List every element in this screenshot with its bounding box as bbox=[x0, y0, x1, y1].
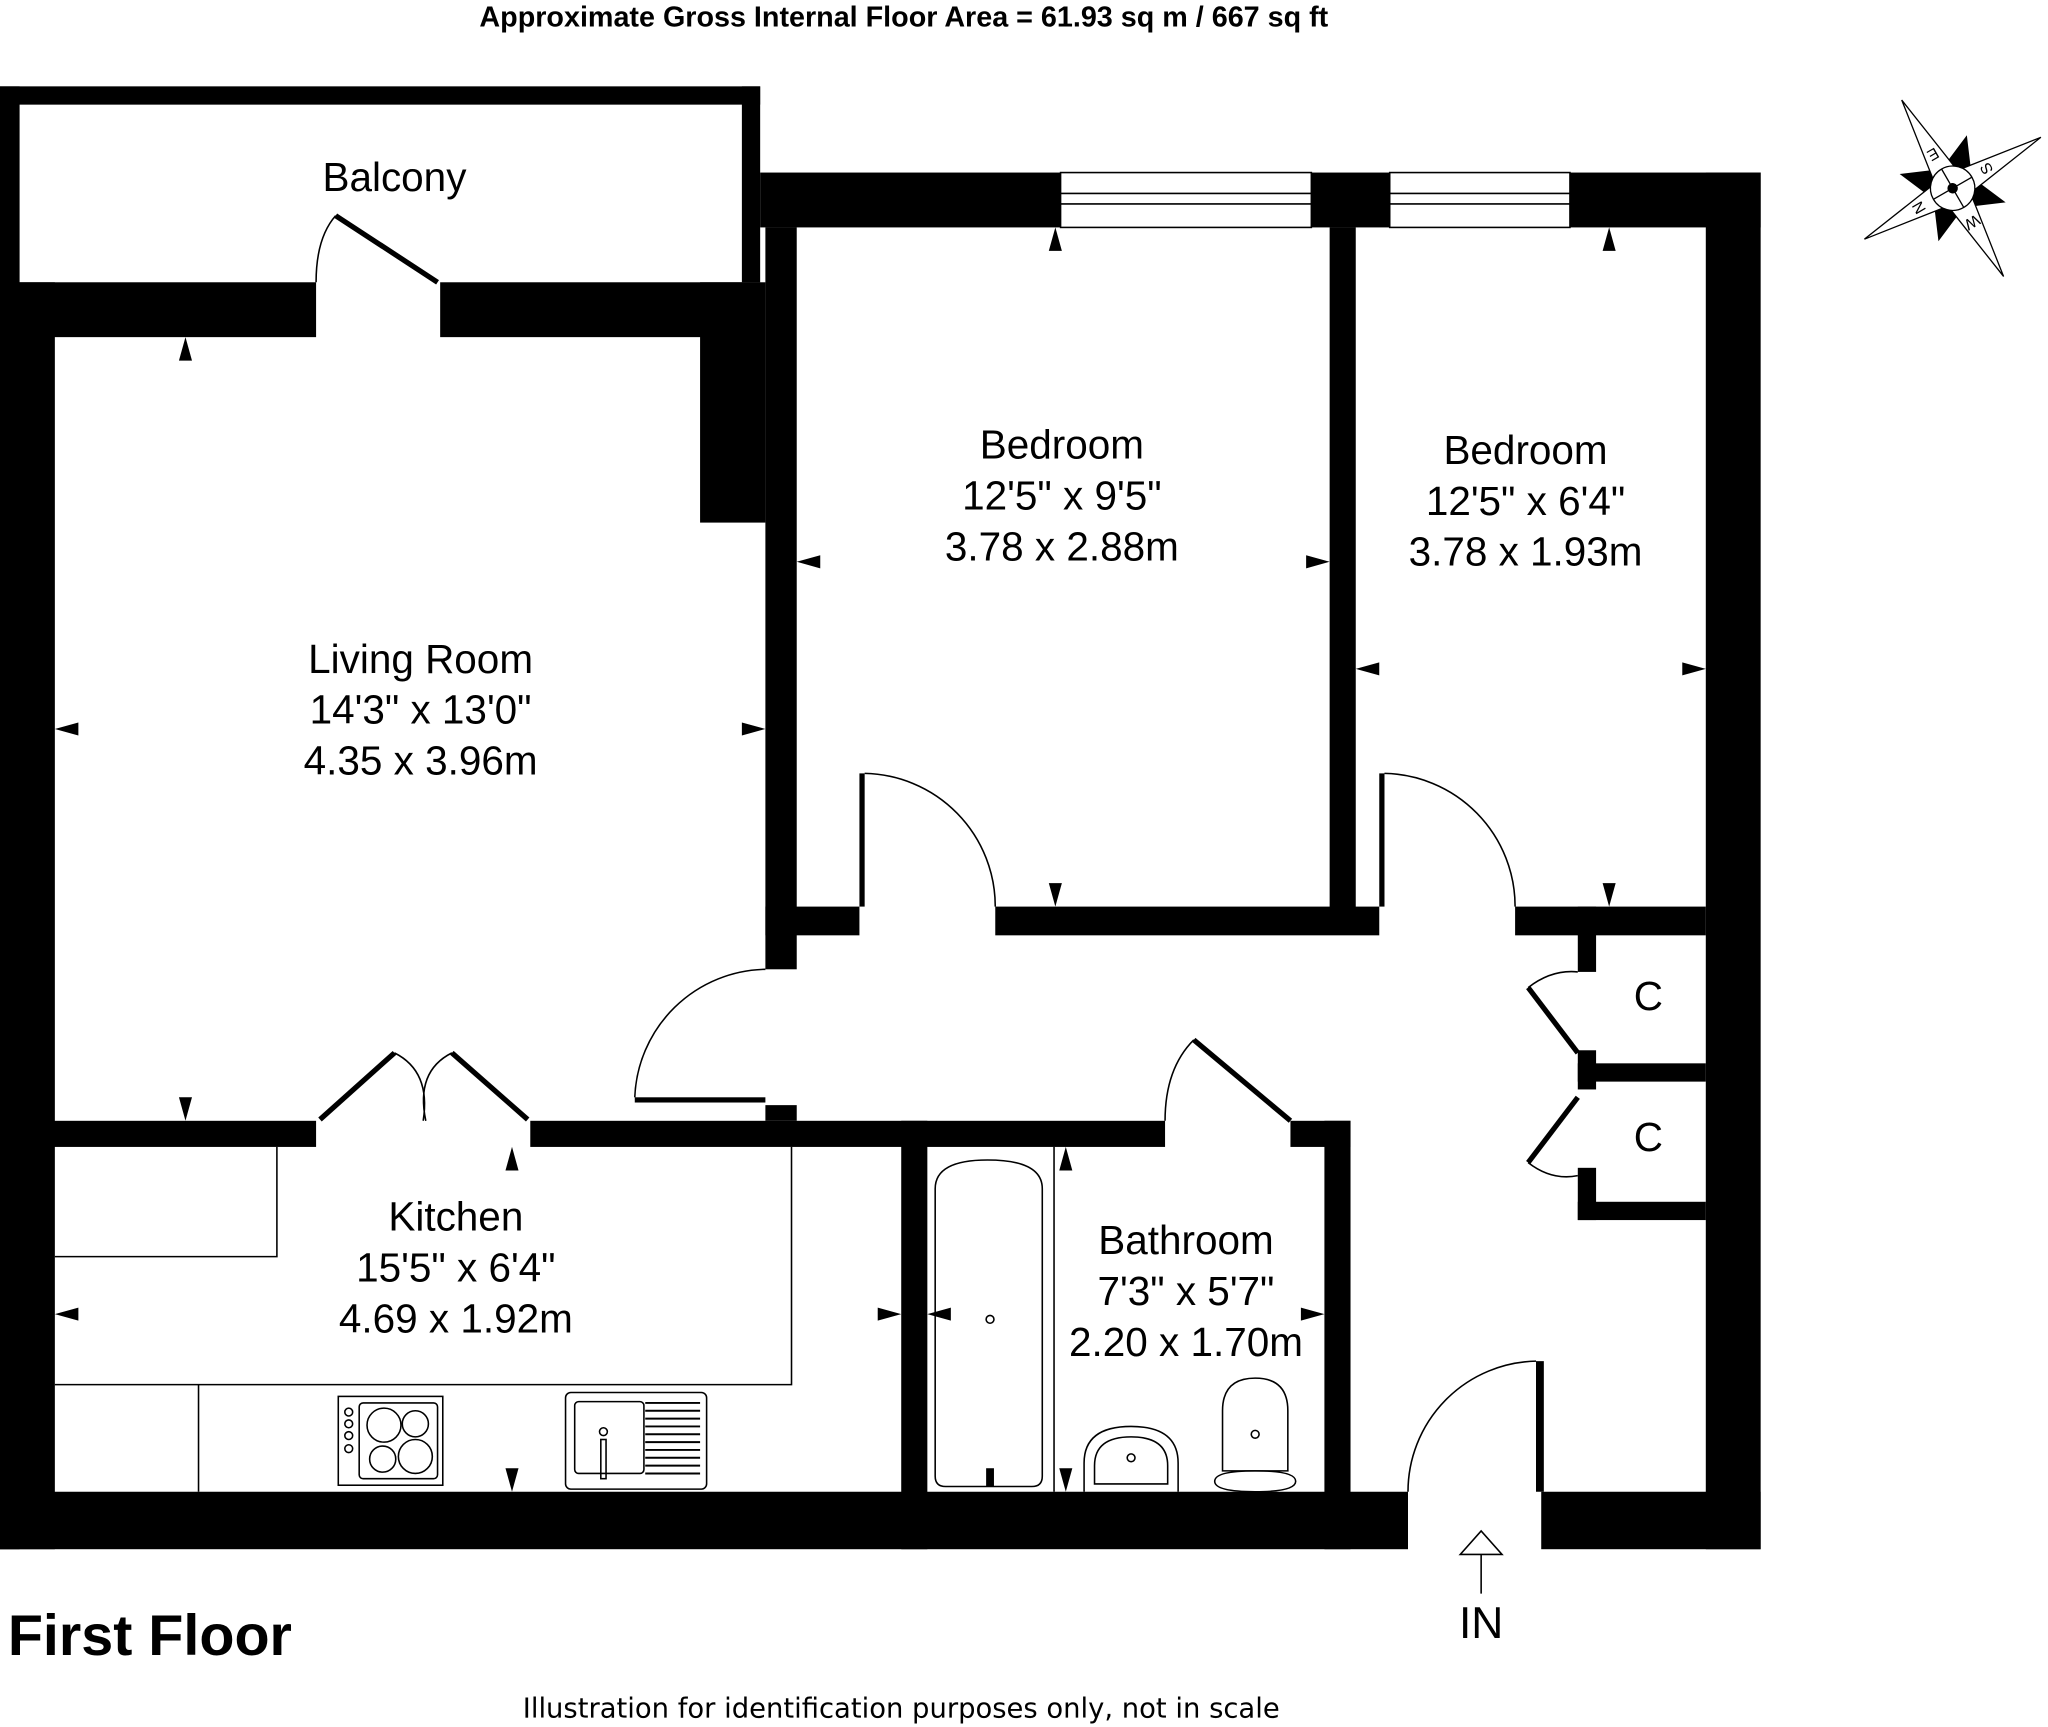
room-name: Living Room bbox=[308, 636, 533, 682]
bathroom-fittings bbox=[934, 1146, 1297, 1493]
room-dims-metric: 3.78 x 2.88m bbox=[945, 523, 1179, 569]
room-dims-imperial: 12'5" x 6'4" bbox=[1426, 478, 1625, 524]
room-balcony: Balcony bbox=[322, 154, 467, 200]
cupboard-2-label: C bbox=[1634, 1114, 1663, 1160]
entrance-label: IN bbox=[1459, 1599, 1503, 1648]
windows bbox=[1059, 171, 1571, 229]
room-dims-metric: 2.20 x 1.70m bbox=[1069, 1319, 1303, 1365]
room-dims-imperial: 7'3" x 5'7" bbox=[1097, 1268, 1274, 1314]
room-name: Kitchen bbox=[388, 1194, 523, 1240]
room-dims-imperial: 14'3" x 13'0" bbox=[310, 687, 532, 733]
room-bathroom: Bathroom 7'3" x 5'7" 2.20 x 1.70m bbox=[1069, 1217, 1303, 1365]
room-bedroom-2: Bedroom 12'5" x 6'4" 3.78 x 1.93m bbox=[1409, 427, 1643, 575]
walls bbox=[0, 86, 1761, 1550]
room-kitchen: Kitchen 15'5" x 6'4" 4.69 x 1.92m bbox=[339, 1194, 573, 1342]
room-name: Balcony bbox=[322, 154, 467, 200]
room-dims-metric: 3.78 x 1.93m bbox=[1409, 529, 1643, 575]
room-dims-metric: 4.35 x 3.96m bbox=[304, 738, 538, 784]
room-dims-metric: 4.69 x 1.92m bbox=[339, 1295, 573, 1341]
doors bbox=[315, 213, 1580, 1492]
entrance-arrow-icon bbox=[1458, 1529, 1504, 1594]
bathtub-icon bbox=[934, 1159, 1044, 1488]
room-living-room: Living Room 14'3" x 13'0" 4.35 x 3.96m bbox=[304, 636, 538, 784]
disclaimer: Illustration for identification purposes… bbox=[523, 1694, 1280, 1725]
room-dims-imperial: 12'5" x 9'5" bbox=[962, 473, 1161, 519]
room-name: Bedroom bbox=[980, 422, 1144, 468]
hob-icon bbox=[337, 1395, 444, 1486]
gross-area-title: Approximate Gross Internal Floor Area = … bbox=[479, 1, 1328, 33]
floor-name: First Floor bbox=[8, 1604, 292, 1668]
kitchen-units bbox=[54, 1146, 793, 1492]
sink-icon bbox=[564, 1391, 708, 1490]
toilet-icon bbox=[1213, 1377, 1297, 1493]
room-name: Bedroom bbox=[1443, 427, 1607, 473]
room-name: Bathroom bbox=[1098, 1217, 1273, 1263]
washbasin-icon bbox=[1083, 1425, 1179, 1492]
compass-icon: E W N S bbox=[1864, 99, 2042, 277]
room-dims-imperial: 15'5" x 6'4" bbox=[356, 1244, 555, 1290]
cupboard-1-label: C bbox=[1634, 973, 1663, 1019]
dimension-arrows bbox=[54, 227, 1706, 1492]
room-bedroom-1: Bedroom 12'5" x 9'5" 3.78 x 2.88m bbox=[945, 422, 1179, 570]
